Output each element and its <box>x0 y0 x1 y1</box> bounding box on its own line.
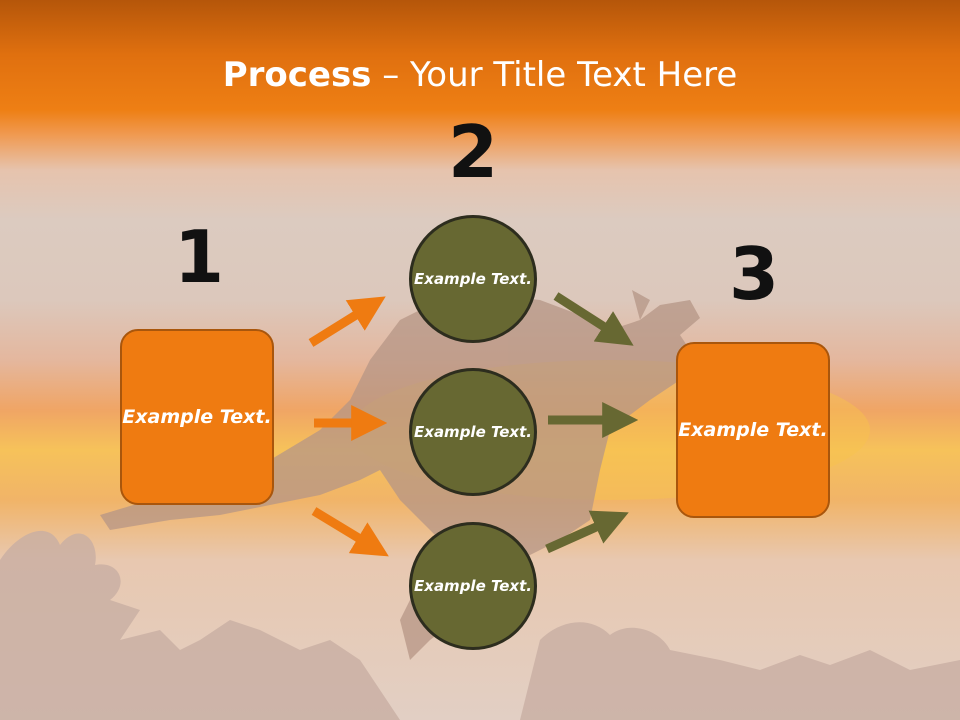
step-2-number: 2 <box>447 110 499 194</box>
step-3-text: Example Text. <box>678 418 828 441</box>
step-1-text: Example Text. <box>122 405 272 428</box>
step-1-number: 1 <box>173 215 225 299</box>
arrow-2-top-to-3 <box>553 292 634 346</box>
step-3-number: 3 <box>728 232 780 316</box>
step-2-circle-middle: Example Text. <box>409 368 537 496</box>
arrow-2-bottom-to-3 <box>545 510 629 554</box>
step-3-box: Example Text. <box>676 342 830 518</box>
step-1-box: Example Text. <box>120 329 274 505</box>
kangaroo-silhouette <box>100 290 700 660</box>
arrow-1-to-2-top <box>308 296 386 347</box>
tree-silhouettes <box>0 530 960 720</box>
slide-title: Process – Your Title Text Here <box>0 52 960 98</box>
title-rest: – Your Title Text Here <box>371 55 738 95</box>
step-2-bottom-text: Example Text. <box>414 576 532 595</box>
step-2-circle-top: Example Text. <box>409 215 537 343</box>
step-2-middle-text: Example Text. <box>414 422 532 441</box>
title-bold: Process <box>222 55 372 95</box>
step-2-top-text: Example Text. <box>414 269 532 288</box>
arrow-1-to-2-bottom <box>311 507 389 557</box>
step-2-circle-bottom: Example Text. <box>409 522 537 650</box>
